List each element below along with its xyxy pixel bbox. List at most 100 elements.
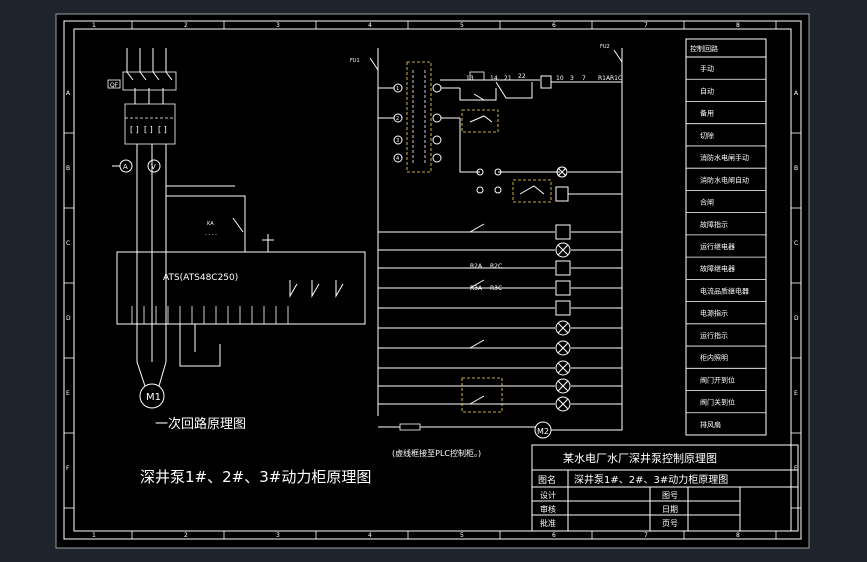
relay-coil-icon [555, 280, 571, 296]
border-tick-top: 2 [184, 22, 188, 29]
project-title: 某水电厂水厂深井泵控制原理图 [563, 451, 717, 465]
border-tick-bottom: 8 [736, 532, 740, 539]
motor-m1-icon [139, 383, 165, 409]
svg-text:KA: KA [207, 221, 214, 227]
indicator-lamp-icon [555, 378, 571, 394]
motor-m1-label: M1 [146, 392, 161, 403]
relay-label: R2C [490, 263, 502, 270]
border-tick-top: 5 [460, 22, 464, 29]
border-tick-bottom: 3 [276, 532, 280, 539]
contact-number: 3 [396, 138, 399, 144]
svg-text:14: 14 [490, 75, 498, 82]
contact-number: 4 [396, 156, 399, 162]
indicator-lamp-icon [555, 242, 571, 258]
border-tick-left: C [66, 240, 70, 247]
tb-reviewer-label: 审核 [540, 504, 556, 514]
tb-page-label: 页号 [662, 519, 678, 528]
tb-date-label: 日期 [662, 505, 678, 514]
border-tick-top: 3 [276, 22, 280, 29]
svg-text:- - - -: - - - - [205, 232, 217, 238]
motor-m2-label: M2 [537, 427, 549, 436]
svg-text:FU1: FU1 [350, 58, 360, 64]
border-tick-right: B [794, 165, 798, 172]
relay-coil-icon [555, 224, 571, 240]
legend-item: 电源指示 [700, 309, 728, 318]
legend-item: 运行指示 [700, 331, 728, 340]
indicator-lamp-icon [555, 360, 571, 376]
border-tick-right: C [794, 240, 798, 247]
legend-item: 故障指示 [700, 220, 728, 229]
svg-text:[ ]: [ ] [158, 125, 167, 134]
border-tick-left: A [66, 90, 71, 97]
border-tick-top: 7 [644, 22, 648, 29]
indicator-lamp-icon [555, 340, 571, 356]
contact-number: 1 [396, 86, 399, 92]
svg-text:FU2: FU2 [600, 44, 610, 50]
legend-item: 手动 [700, 64, 714, 73]
legend-item: 运行继电器 [700, 242, 735, 251]
border-tick-left: E [66, 390, 70, 397]
plc-note: (虚线框接至PLC控制柜。) [392, 448, 481, 458]
ats-label: ATS(ATS48C250) [163, 273, 238, 283]
primary-circuit: QF [ ] [ ] [ ] A V KA - - - - ATS(ATS48C… [107, 48, 366, 432]
svg-text:21: 21 [504, 75, 512, 82]
control-circuit: FU1 FU2 13 14 21 22 10 3 7 R1A R1C [350, 44, 623, 458]
border-tick-right: D [794, 315, 799, 322]
primary-caption: 一次回路原理图 [155, 416, 246, 432]
svg-text:[ ]: [ ] [130, 125, 139, 134]
border-tick-left: F [66, 465, 70, 472]
border-tick-right: A [794, 90, 799, 97]
outer-border [63, 20, 802, 540]
relay-coil-icon [555, 300, 571, 316]
indicator-lamp-icon [555, 320, 571, 336]
legend-item: 排风扇 [700, 420, 721, 429]
border-tick-left: B [66, 165, 70, 172]
tb-drawing-no-label: 图号 [662, 491, 678, 500]
border-tick-top: 6 [552, 22, 556, 29]
ammeter-label: A [123, 163, 128, 171]
indicator-lamp-icon [555, 396, 571, 412]
border-tick-bottom: 5 [460, 532, 464, 539]
relay-label: R3A [470, 285, 483, 292]
relay-label: R3C [490, 285, 502, 292]
tb-designer-label: 设计 [540, 490, 556, 500]
drawing-paper [55, 13, 810, 549]
relay-label: R2A [470, 263, 483, 270]
main-title: 深井泵1#、2#、3#动力柜原理图 [140, 468, 371, 486]
relay-coil-icon [555, 260, 571, 276]
tb-approver-label: 批准 [540, 518, 556, 528]
legend-item: 电流品质继电器 [700, 286, 749, 295]
legend-item: 故障继电器 [700, 264, 735, 273]
border-tick-top: 1 [92, 22, 96, 29]
legend-table: 控制回路 手动自动备用切除消防水电闸手动消防水电闸自动合闸故障指示运行继电器故障… [685, 38, 767, 436]
breaker-tag: QF [110, 82, 119, 89]
legend-item: 备用 [700, 109, 714, 118]
title-block: 某水电厂水厂深井泵控制原理图 图名 深井泵1#、2#、3#动力柜原理图 设计 图… [531, 444, 799, 532]
legend-header: 控制回路 [690, 44, 718, 53]
legend-item: 阀门开到位 [700, 375, 735, 384]
legend-item: 消防水电闸自动 [700, 175, 749, 184]
legend-item: 阀门关到位 [700, 398, 735, 407]
border-tick-bottom: 7 [644, 532, 648, 539]
voltmeter-icon [147, 159, 161, 173]
border-tick-bottom: 1 [92, 532, 96, 539]
svg-text:[ ]: [ ] [144, 125, 153, 134]
svg-text:3: 3 [570, 75, 574, 82]
svg-text:R1C: R1C [610, 75, 622, 82]
inner-border [73, 28, 792, 532]
border-tick-right: F [794, 465, 798, 472]
svg-text:13: 13 [466, 75, 474, 82]
border-tick-top: 4 [368, 22, 372, 29]
drawing-name-label: 图名 [538, 474, 556, 486]
legend-item: 消防水电闸手动 [700, 153, 749, 162]
border-tick-left: D [66, 315, 71, 322]
legend-item: 切除 [700, 131, 714, 140]
svg-text:22: 22 [518, 73, 526, 80]
svg-text:7: 7 [582, 75, 586, 82]
border-tick-right: E [794, 390, 798, 397]
ats-box [116, 251, 366, 325]
drawing-name: 深井泵1#、2#、3#动力柜原理图 [574, 473, 728, 486]
svg-text:R1A: R1A [598, 75, 611, 82]
